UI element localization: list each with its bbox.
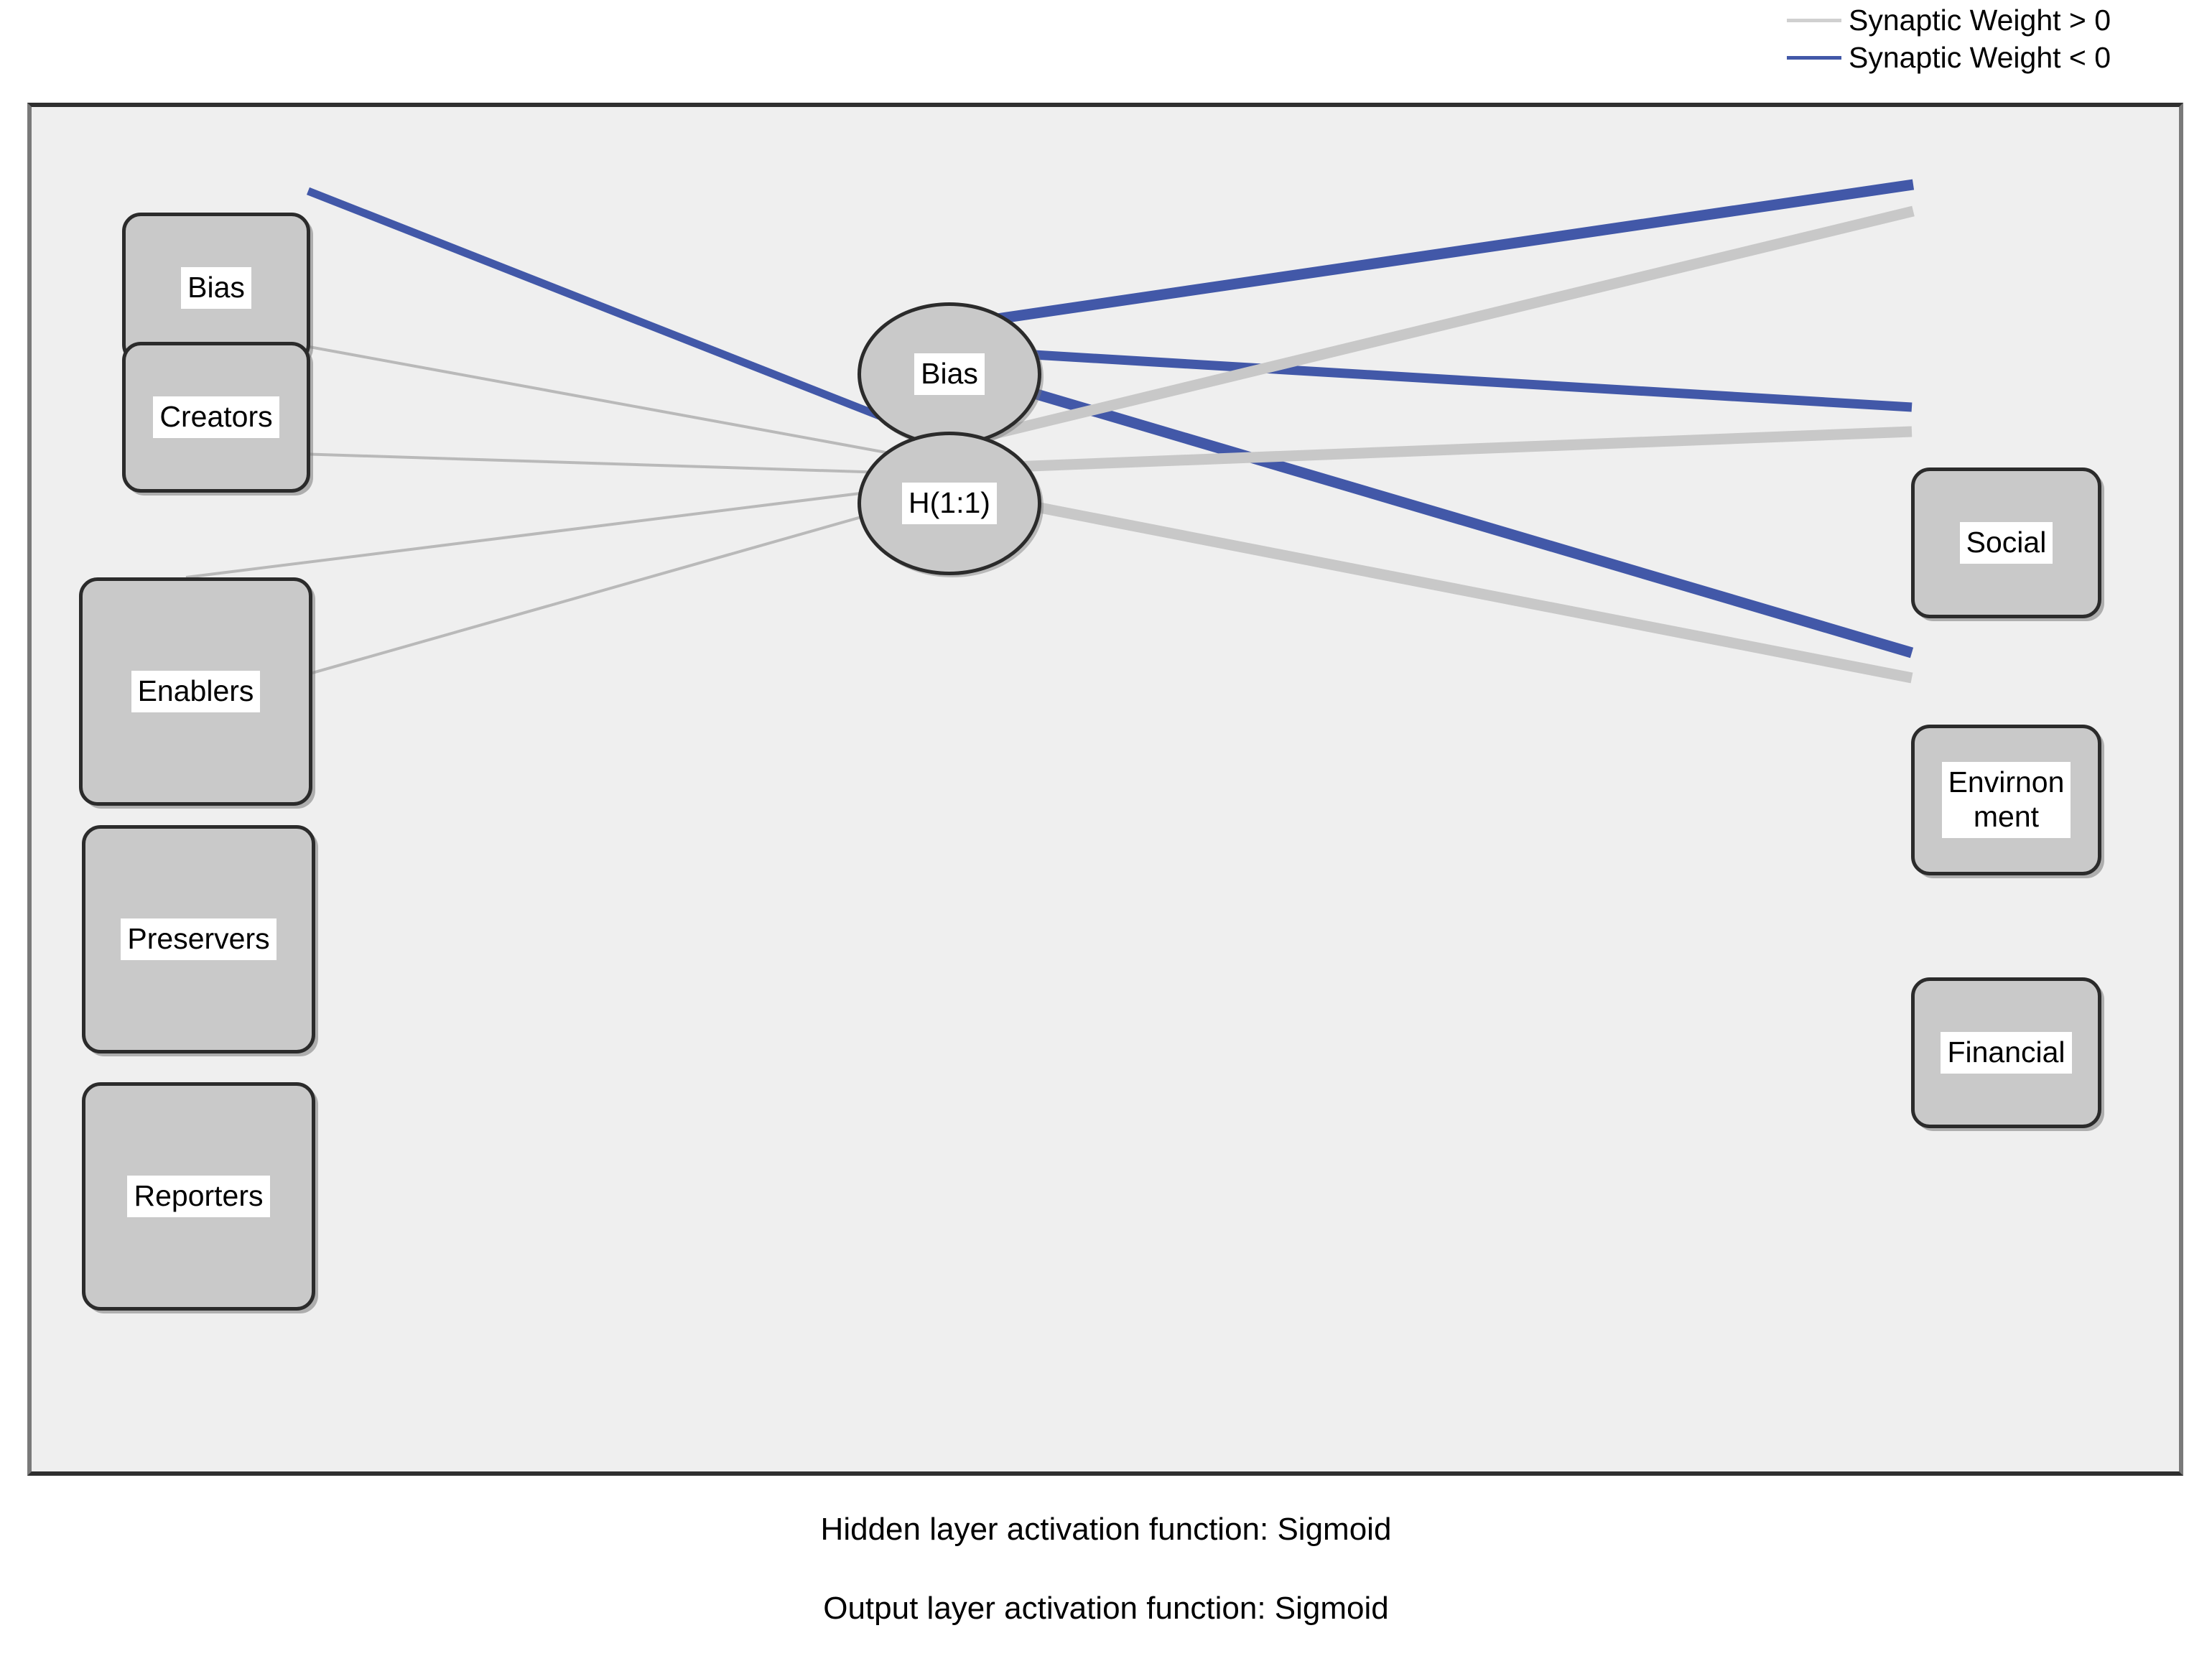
input-node-reporters-label: Reporters (127, 1176, 270, 1217)
edge-h11-to-financial (972, 489, 1913, 684)
output-node-social-label: Social (1959, 522, 2053, 564)
output-node-financial[interactable]: Financial (1911, 977, 2101, 1128)
output-node-financial-label: Financial (1941, 1032, 2072, 1074)
input-node-creators-label: Creators (153, 396, 279, 438)
legend-line-negative-icon (1787, 55, 1841, 60)
hidden-node-h11[interactable]: H(1:1) (858, 432, 1041, 575)
input-node-preservers[interactable]: Preservers (82, 825, 315, 1053)
legend-item-negative-weight: Synaptic Weight < 0 (1787, 37, 2111, 78)
edge-hid-bias-to-environment (973, 346, 1913, 412)
legend-label-negative: Synaptic Weight < 0 (1849, 40, 2111, 74)
output-node-environment-label: Envirnon ment (1941, 762, 2071, 838)
network-diagram-panel: Bias Creators Enablers Preservers Report… (27, 103, 2183, 1476)
output-layer-activation-text: Output layer activation function: Sigmoi… (823, 1591, 1389, 1626)
hidden-node-bias[interactable]: Bias (858, 302, 1041, 446)
edge-h11-to-environment (975, 426, 1913, 474)
edge-h11-to-social (972, 205, 1915, 445)
edge-in-bias-to-h11 (306, 187, 954, 449)
legend: Synaptic Weight > 0 Synaptic Weight < 0 (1787, 0, 2212, 80)
legend-item-positive-weight: Synaptic Weight > 0 (1787, 0, 2111, 40)
hidden-node-bias-label: Bias (914, 353, 985, 395)
hidden-layer-activation-text: Hidden layer activation function: Sigmoi… (820, 1512, 1392, 1547)
input-node-reporters[interactable]: Reporters (82, 1082, 315, 1311)
input-node-bias[interactable]: Bias (122, 213, 310, 363)
input-node-preservers-label: Preservers (121, 918, 276, 960)
output-node-environment[interactable]: Envirnon ment (1911, 725, 2101, 875)
input-node-creators[interactable]: Creators (122, 342, 310, 493)
output-node-social[interactable]: Social (1911, 468, 2101, 618)
edge-hid-bias-to-social (971, 179, 1915, 328)
synaptic-connections-layer (164, 179, 1915, 710)
input-node-enablers[interactable]: Enablers (79, 577, 312, 806)
edge-hid-bias-to-financial (967, 368, 1914, 659)
input-node-bias-label: Bias (181, 267, 251, 309)
hidden-node-h11-label: H(1:1) (902, 483, 997, 524)
edge-in-preservers-to-h11 (185, 480, 953, 579)
legend-line-positive-icon (1787, 18, 1841, 22)
legend-label-positive: Synaptic Weight > 0 (1849, 3, 2111, 37)
input-node-enablers-label: Enablers (131, 671, 261, 712)
